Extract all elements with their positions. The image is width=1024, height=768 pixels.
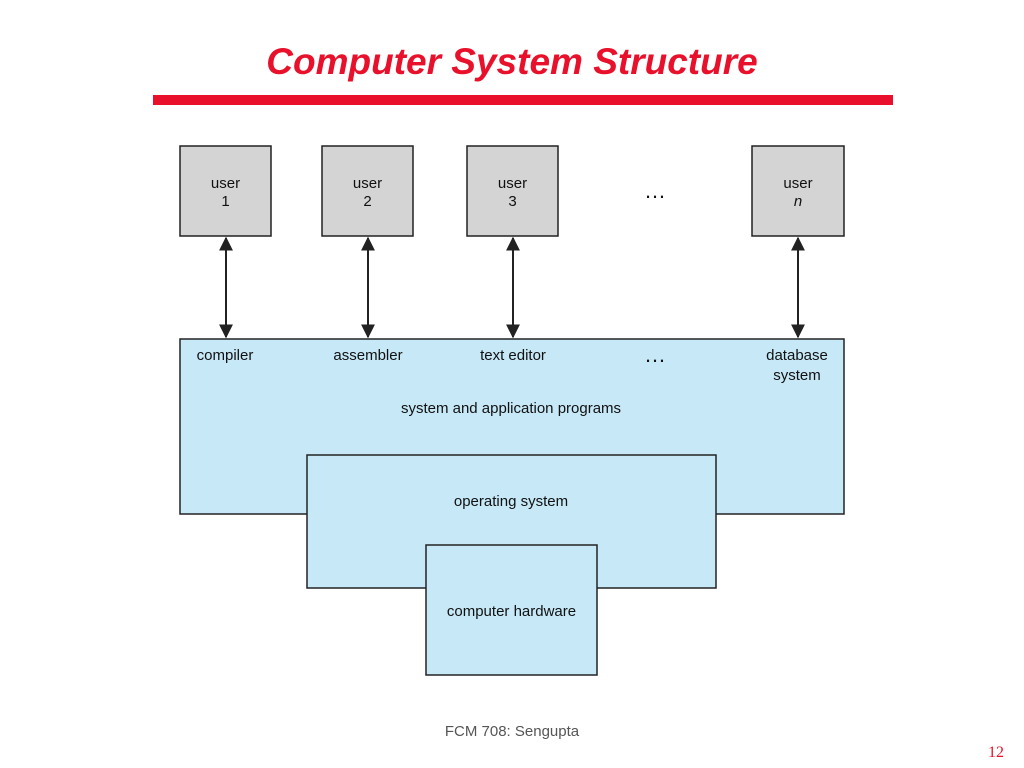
program-compiler: compiler [197,347,254,364]
program-database-line1: database [766,347,828,364]
users-ellipsis: … [644,178,666,203]
slide-title: Computer System Structure [266,41,758,82]
program-text-editor: text editor [480,347,546,364]
user-box-n-number: n [794,193,802,210]
user-box-2-number: 2 [363,193,371,210]
user-box-1-number: 1 [221,193,229,210]
programs-layer-label: system and application programs [401,400,621,417]
user-box-n-label: user [783,175,812,192]
operating-system-label: operating system [454,493,568,510]
user-box-2: user 2 [321,145,414,237]
footer-text: FCM 708: Sengupta [444,723,580,740]
user-box-1: user 1 [179,145,272,237]
program-assembler: assembler [333,347,402,364]
user-box-2-label: user [353,175,382,192]
title-underline [153,95,893,105]
programs-ellipsis: … [644,342,666,367]
hardware-layer: computer hardware [425,544,598,676]
user-box-3-label: user [498,175,527,192]
user-box-n: user n [751,145,845,237]
user-box-1-label: user [211,175,240,192]
hardware-label: computer hardware [447,603,576,620]
program-database-line2: system [773,367,821,384]
user-box-3-number: 3 [508,193,516,210]
user-box-3: user 3 [466,145,559,237]
page-number: 12 [988,744,1004,761]
